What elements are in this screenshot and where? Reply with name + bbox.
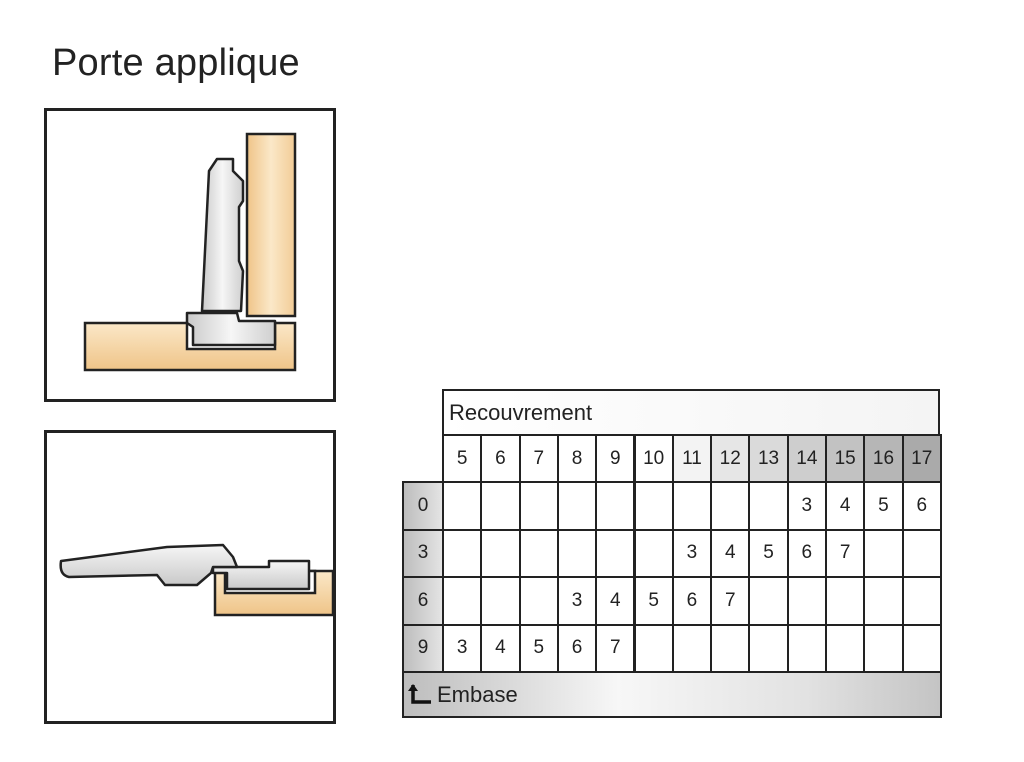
table-cell bbox=[633, 623, 674, 673]
return-arrow-icon bbox=[407, 682, 433, 708]
table-cell: 6 bbox=[671, 576, 713, 626]
table-cell: 3 bbox=[786, 481, 827, 531]
table-cell bbox=[518, 576, 559, 626]
hinge-base bbox=[185, 311, 277, 347]
table-cell: 5 bbox=[748, 528, 789, 578]
table-cell bbox=[556, 528, 598, 578]
table-cell: 7 bbox=[710, 576, 751, 626]
table-cell bbox=[748, 576, 789, 626]
column-header-12: 12 bbox=[710, 434, 751, 483]
column-header-11: 11 bbox=[671, 434, 713, 483]
table-cell bbox=[863, 623, 904, 673]
column-header-17: 17 bbox=[901, 434, 942, 483]
table-cell: 5 bbox=[633, 576, 674, 626]
table-cell: 4 bbox=[595, 576, 636, 626]
table-cell: 5 bbox=[863, 481, 904, 531]
row-label-6: 6 bbox=[402, 576, 444, 626]
table-cell bbox=[786, 623, 827, 673]
column-header-16: 16 bbox=[863, 434, 904, 483]
table-cell bbox=[710, 623, 751, 673]
recouvrement-label: Recouvrement bbox=[449, 399, 593, 425]
table-cell bbox=[442, 576, 483, 626]
table-cell bbox=[633, 528, 674, 578]
table-cell: 6 bbox=[786, 528, 827, 578]
page-title: Porte applique bbox=[52, 42, 300, 84]
table-cell bbox=[518, 528, 559, 578]
table-cell bbox=[710, 481, 751, 531]
recouvrement-header: Recouvrement bbox=[442, 389, 940, 436]
row-label-0: 0 bbox=[402, 481, 444, 531]
door-panel bbox=[245, 132, 297, 318]
hinge-open-illustration bbox=[44, 430, 336, 724]
table-cell bbox=[442, 481, 483, 531]
column-header-9: 9 bbox=[595, 434, 636, 483]
table-cell bbox=[633, 481, 674, 531]
table-cell: 4 bbox=[480, 623, 521, 673]
table-cell bbox=[748, 481, 789, 531]
hinge-arm bbox=[59, 543, 239, 587]
table-cell bbox=[671, 481, 713, 531]
table-cell: 6 bbox=[556, 623, 598, 673]
table-cell bbox=[825, 576, 866, 626]
row-label-9: 9 bbox=[402, 623, 444, 673]
table-cell: 3 bbox=[556, 576, 598, 626]
table-cell bbox=[901, 576, 942, 626]
hinge-open-drawing bbox=[59, 543, 333, 617]
table-cell bbox=[786, 576, 827, 626]
table-cell bbox=[556, 481, 598, 531]
table-cell bbox=[863, 528, 904, 578]
column-header-15: 15 bbox=[825, 434, 866, 483]
column-header-10: 10 bbox=[633, 434, 674, 483]
table-cell: 4 bbox=[710, 528, 751, 578]
table-cell bbox=[480, 481, 521, 531]
table-cell: 5 bbox=[518, 623, 559, 673]
embase-footer: Embase bbox=[402, 671, 942, 718]
column-header-8: 8 bbox=[556, 434, 598, 483]
table-cell bbox=[901, 623, 942, 673]
column-header-13: 13 bbox=[748, 434, 789, 483]
table-cell bbox=[518, 481, 559, 531]
table-cell bbox=[595, 528, 636, 578]
table-cell bbox=[595, 481, 636, 531]
table-cell bbox=[748, 623, 789, 673]
table-cell: 7 bbox=[825, 528, 866, 578]
table-cell: 3 bbox=[442, 623, 483, 673]
hinge-closed-drawing bbox=[83, 132, 297, 372]
table-cell: 7 bbox=[595, 623, 636, 673]
table-cell bbox=[671, 623, 713, 673]
table-cell: 6 bbox=[901, 481, 942, 531]
column-header-7: 7 bbox=[518, 434, 559, 483]
table-cell bbox=[480, 576, 521, 626]
hinge-closed-illustration bbox=[44, 108, 336, 402]
table-cell bbox=[442, 528, 483, 578]
table-cell bbox=[480, 528, 521, 578]
table-cell bbox=[901, 528, 942, 578]
table-cell: 4 bbox=[825, 481, 866, 531]
column-header-5: 5 bbox=[442, 434, 483, 483]
row-label-3: 3 bbox=[402, 528, 444, 578]
table-cell bbox=[825, 623, 866, 673]
embase-label: Embase bbox=[437, 681, 518, 707]
column-header-6: 6 bbox=[480, 434, 521, 483]
hinge-arm bbox=[200, 157, 245, 313]
column-header-14: 14 bbox=[786, 434, 827, 483]
table-cell: 3 bbox=[671, 528, 713, 578]
table-cell bbox=[863, 576, 904, 626]
